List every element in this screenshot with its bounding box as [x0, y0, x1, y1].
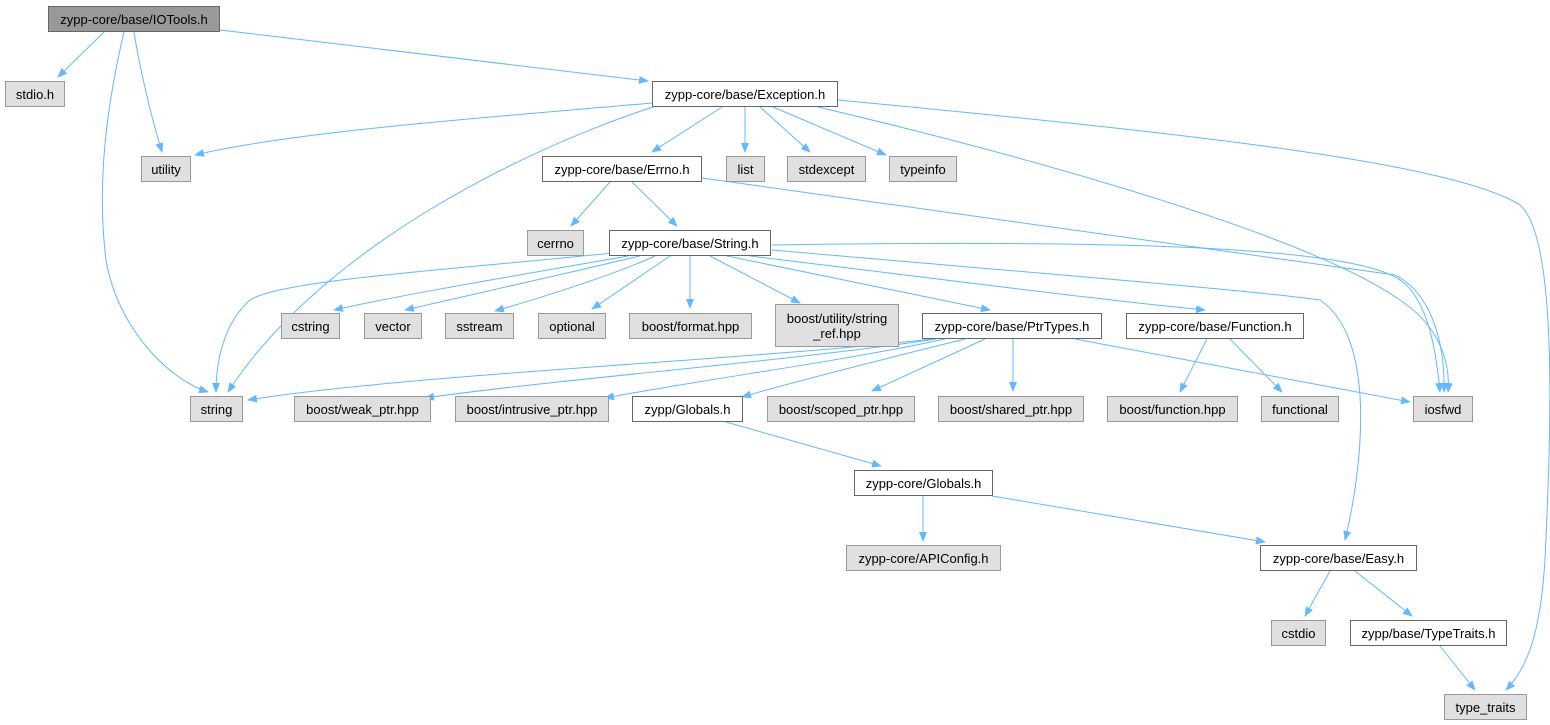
node-optional: optional: [538, 313, 606, 339]
node-utility: utility: [141, 156, 191, 182]
edge-exception-string: [227, 105, 657, 393]
edge-string-h-boost-string-ref: [709, 255, 801, 304]
edge-exception-stdexcept: [759, 106, 811, 153]
edge-function-boost-function: [1179, 338, 1208, 393]
node-type-traits: type_traits: [1444, 694, 1527, 720]
edge-string-h-vector: [404, 255, 641, 312]
edge-exception-iosfwd: [817, 106, 1453, 393]
node-boost-weak-ptr-hpp: boost/weak_ptr.hpp: [294, 396, 431, 422]
edge-ptrtypes-weak-ptr: [424, 338, 937, 401]
edge-exception-errno: [651, 106, 723, 153]
edge-string-h-iosfwd: [771, 242, 1444, 393]
node-cerrno: cerrno: [527, 230, 584, 256]
edge-exception-utility: [194, 102, 653, 157]
node-ptrtypes-h[interactable]: zypp-core/base/PtrTypes.h: [922, 313, 1102, 339]
edge-ptrtypes-string: [247, 338, 933, 403]
edge-iotools-utility: [133, 31, 164, 153]
edge-ptrtypes-scoped-ptr: [871, 338, 986, 392]
edge-string-h-cstring: [333, 255, 629, 312]
node-list: list: [726, 156, 765, 182]
node-apiconfig-h: zypp-core/APIConfig.h: [846, 545, 1001, 571]
node-cstdio: cstdio: [1271, 620, 1326, 646]
node-stdexcept: stdexcept: [787, 156, 866, 182]
edge-core-globals-easy: [991, 495, 1266, 545]
edge-string-h-easy: [771, 249, 1362, 541]
edge-errno-cerrno: [570, 181, 611, 227]
edge-typetraits-type-traits: [1439, 645, 1476, 691]
edge-errno-iosfwd: [701, 177, 1449, 393]
node-zypp-globals-h[interactable]: zypp/Globals.h: [632, 396, 743, 422]
node-function-h[interactable]: zypp-core/base/Function.h: [1126, 313, 1304, 339]
node-exception-h[interactable]: zypp-core/base/Exception.h: [652, 81, 838, 107]
node-typetraits-h[interactable]: zypp/base/TypeTraits.h: [1350, 620, 1507, 646]
edge-ptrtypes-iosfwd: [1074, 338, 1411, 405]
edge-ptrtypes-intrusive-ptr: [604, 338, 946, 401]
node-boost-scoped-ptr-hpp: boost/scoped_ptr.hpp: [767, 396, 915, 422]
node-boost-shared-ptr-hpp: boost/shared_ptr.hpp: [938, 396, 1084, 422]
edge-easy-cstdio: [1304, 570, 1331, 617]
node-vector: vector: [364, 313, 422, 339]
edge-string-h-sstream: [494, 255, 656, 313]
edge-easy-typetraits: [1354, 570, 1413, 617]
node-errno-h[interactable]: zypp-core/base/Errno.h: [542, 156, 702, 182]
node-iotools-h: zypp-core/base/IOTools.h: [48, 6, 220, 32]
edge-exception-type-traits: [837, 99, 1550, 691]
node-cstring: cstring: [281, 313, 340, 339]
node-sstream: sstream: [445, 313, 514, 339]
node-string: string: [190, 396, 243, 422]
edge-iotools-string: [101, 31, 209, 394]
node-boost-intrusive-ptr-hpp: boost/intrusive_ptr.hpp: [455, 396, 609, 422]
node-string-h[interactable]: zypp-core/base/String.h: [609, 230, 771, 256]
edge-string-h-function: [749, 255, 1206, 314]
node-core-globals-h[interactable]: zypp-core/Globals.h: [854, 470, 993, 496]
node-easy-h[interactable]: zypp-core/base/Easy.h: [1260, 545, 1417, 571]
node-boost-function-hpp: boost/function.hpp: [1107, 396, 1238, 422]
edge-iotools-exception: [219, 29, 649, 84]
node-iosfwd: iosfwd: [1413, 396, 1473, 422]
edge-exception-typeinfo: [772, 106, 887, 156]
node-boost-string-ref-hpp: boost/utility/string _ref.hpp: [775, 304, 899, 347]
edge-string-h-string: [212, 252, 613, 393]
edge-string-h-optional: [591, 255, 671, 310]
edge-string-h-ptrtypes: [726, 255, 991, 313]
node-boost-format-hpp: boost/format.hpp: [629, 313, 752, 339]
edge-ptrtypes-zypp-globals: [741, 338, 966, 399]
edge-zypp-globals-core-globals: [725, 421, 882, 468]
node-functional: functional: [1261, 396, 1339, 422]
edge-function-functional: [1229, 338, 1283, 393]
dependency-edges: [57, 29, 1550, 691]
edge-errno-string-h: [631, 181, 678, 227]
edge-iotools-stdio: [57, 31, 105, 78]
node-stdio-h: stdio.h: [5, 81, 65, 107]
node-typeinfo: typeinfo: [889, 156, 957, 182]
